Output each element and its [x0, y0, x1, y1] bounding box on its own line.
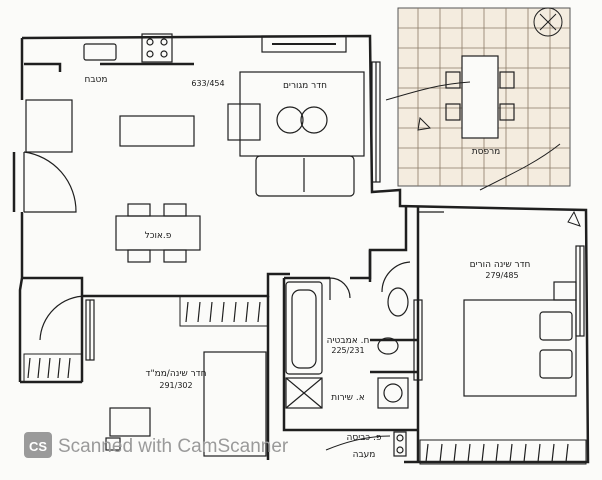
label-dining: פ.אוכל [145, 231, 172, 241]
label-bathroom: ח. אמבטיה [327, 336, 370, 346]
label-bathroom-dim: 225/231 [331, 346, 364, 355]
camscanner-logo-icon [24, 432, 52, 458]
kitchen-fixtures [25, 33, 195, 153]
living-room-furniture [227, 35, 365, 197]
camscanner-text: Scanned with CamScanner [58, 436, 289, 457]
label-master-bedroom-dim: 279/485 [485, 271, 518, 280]
balcony-furniture [445, 55, 515, 139]
camscanner-badge: CS [29, 439, 47, 454]
label-toilet: א. שירות [331, 393, 365, 403]
room-labels: מטבח חדר מגורים 633/454 מרפסת פ.אוכל חדר… [84, 75, 530, 460]
windows [85, 61, 585, 381]
door-swings [23, 151, 444, 341]
closets [23, 295, 587, 465]
dining-table [115, 203, 201, 263]
label-bedroom-mamad: חדר שינה/ממ"ד [146, 369, 207, 379]
label-bedroom-mamad-dim: 291/302 [159, 381, 192, 390]
bathroom-fixtures [285, 281, 409, 457]
master-bedroom-furniture [463, 281, 577, 397]
label-laundry: פ. כביסה [346, 433, 381, 443]
label-balcony: מרפסת [472, 147, 501, 157]
bedroom-furniture [105, 351, 267, 457]
label-living-room-dim: 633/454 [191, 79, 224, 88]
pen-marks [325, 7, 581, 451]
label-kitchen: מטבח [84, 75, 107, 85]
label-master-bedroom: חדר שינה הורים [470, 260, 531, 270]
camscanner-watermark: CS Scanned with CamScanner [24, 432, 289, 458]
label-shaft: מעבה [353, 450, 376, 460]
label-living-room: חדר מגורים [283, 81, 327, 91]
